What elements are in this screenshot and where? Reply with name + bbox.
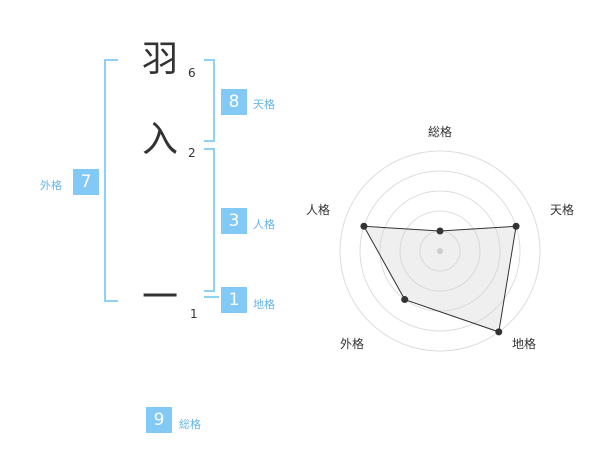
- soukaku-badge: 9: [146, 407, 172, 433]
- radar-grid-circle: [399, 210, 481, 292]
- tenkaku-badge: 8: [221, 89, 247, 115]
- stroke-count-3: 1: [190, 307, 198, 321]
- stroke-count-2: 2: [188, 146, 196, 160]
- radar-axis-label-gaikaku: 外格: [340, 337, 365, 351]
- jinkaku-label: 人格: [253, 218, 275, 231]
- jinkaku-badge: 3: [221, 208, 247, 234]
- name-char-3: 一: [142, 277, 179, 318]
- name-char-1: 羽: [142, 39, 179, 80]
- radar-point-2: [495, 328, 503, 336]
- tenkaku-label: 天格: [253, 98, 275, 111]
- radar-center-dot: [437, 248, 443, 254]
- gaikaku-label: 外格: [40, 179, 62, 192]
- soukaku-label: 総格: [179, 418, 201, 431]
- radar-point-1: [512, 222, 520, 230]
- chikaku-connector: [204, 296, 219, 298]
- radar-axis-label-jinkaku: 人格: [306, 203, 331, 217]
- radar-grid-circle: [379, 190, 501, 312]
- outer-bracket: [104, 59, 118, 302]
- gaikaku-badge: 7: [73, 169, 99, 195]
- radar-axis-label-tenkaku: 天格: [550, 203, 575, 217]
- chikaku-badge: 1: [221, 287, 247, 313]
- stroke-count-1: 6: [188, 66, 196, 80]
- jinkaku-bracket: [204, 148, 215, 292]
- radar-point-4: [360, 222, 368, 230]
- radar-series-polygon: [363, 225, 517, 333]
- radar-grid-circle: [339, 150, 541, 352]
- radar-axis-label-chikaku: 地格: [512, 337, 537, 351]
- radar-point-0: [436, 227, 444, 235]
- chikaku-label: 地格: [253, 298, 275, 311]
- tenkaku-bracket: [204, 59, 215, 142]
- name-char-2: 入: [142, 119, 179, 160]
- radar-point-3: [401, 296, 409, 304]
- radar-axis-label-soukaku: 総格: [428, 125, 453, 139]
- radar-grid-circle: [359, 170, 521, 332]
